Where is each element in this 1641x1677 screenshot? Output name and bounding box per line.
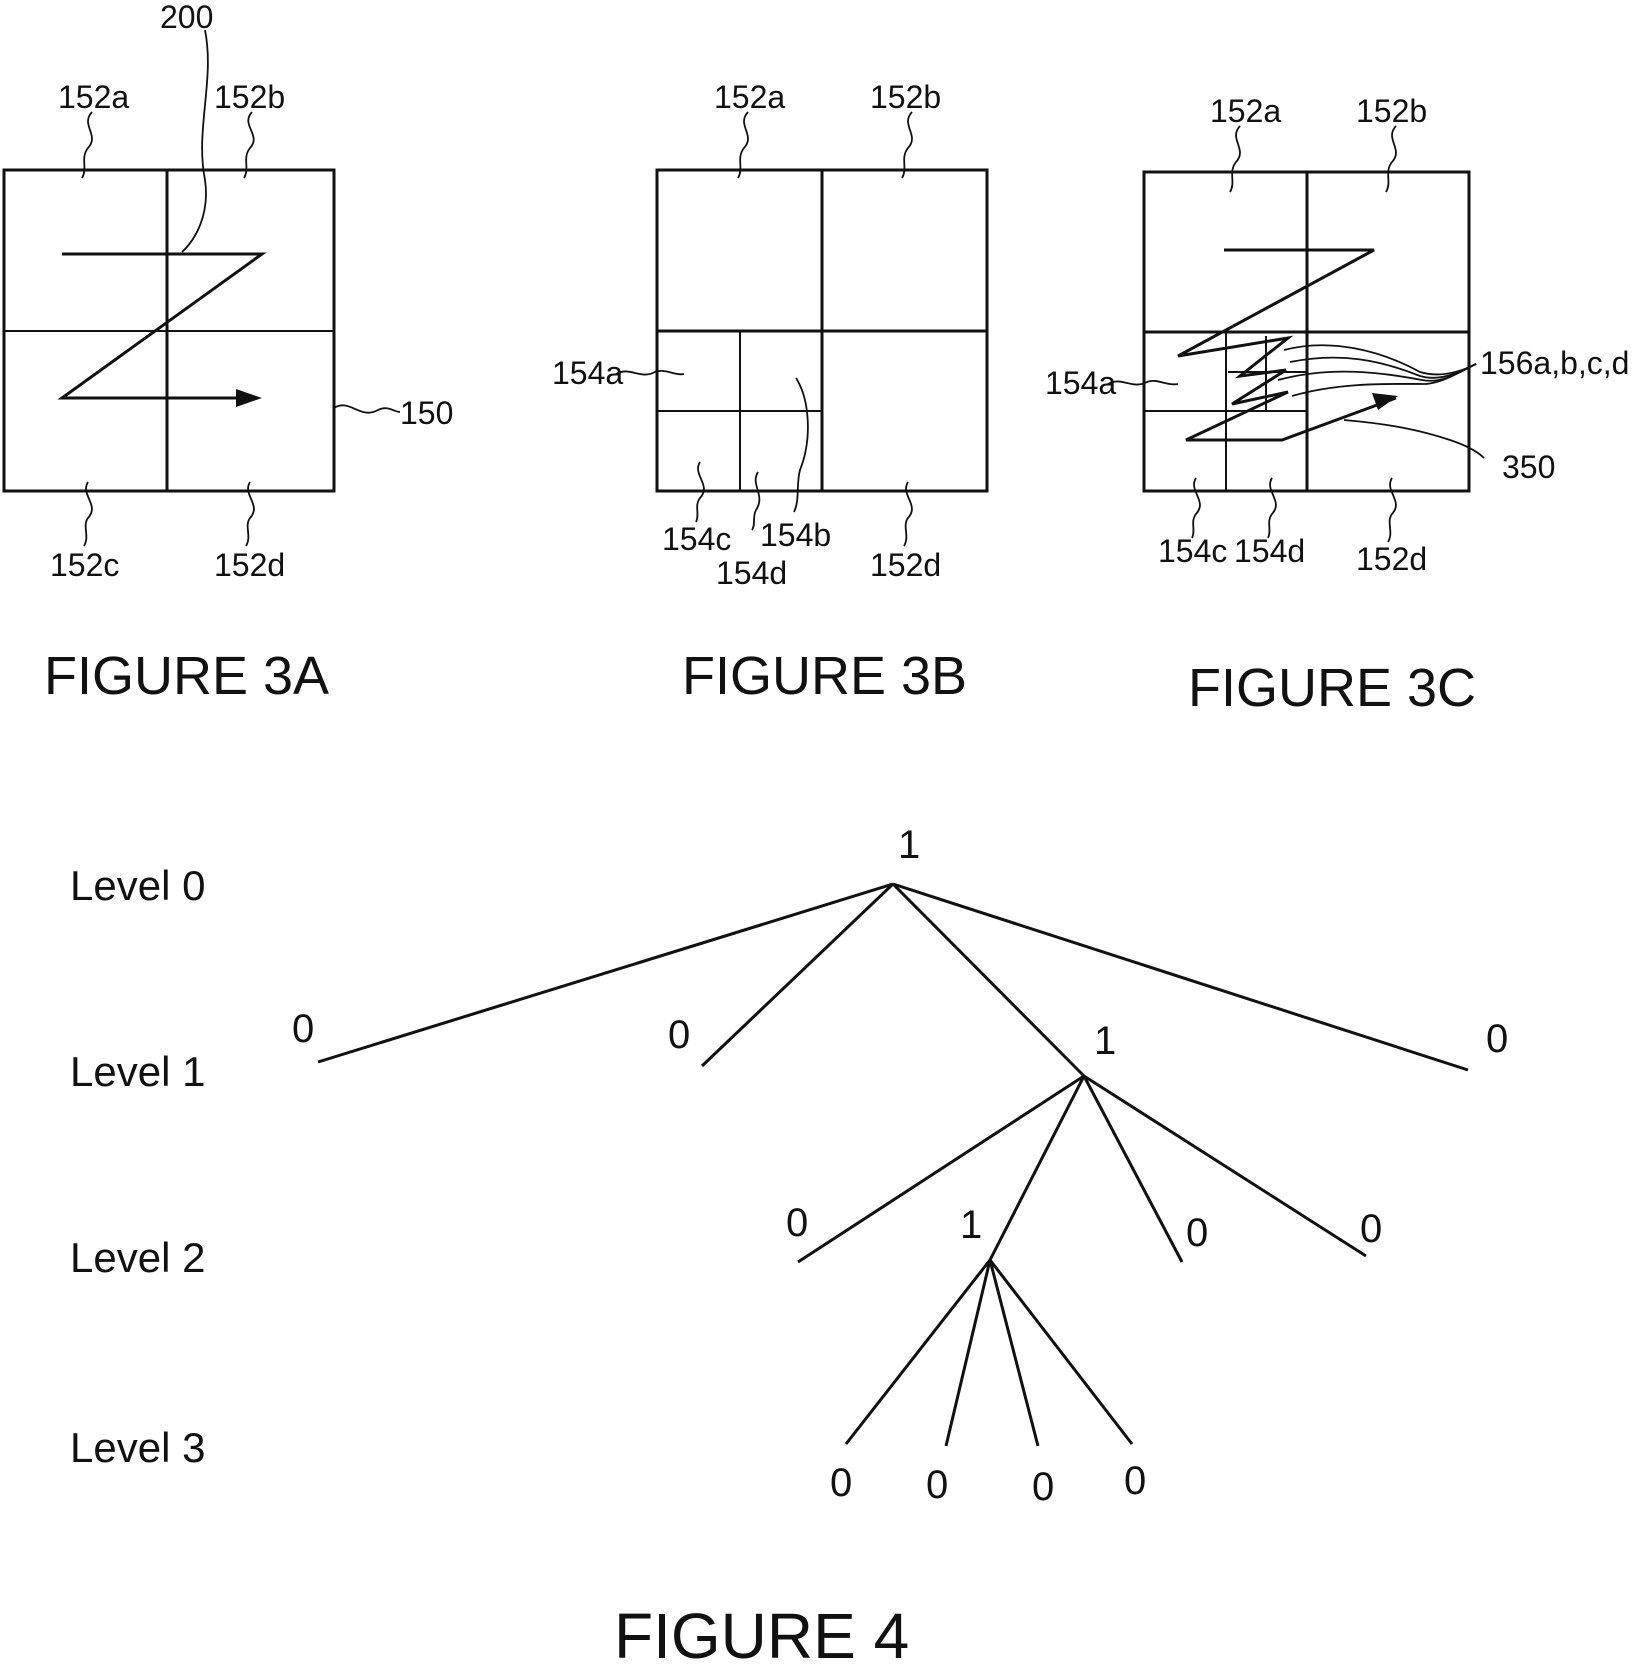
leader-154a	[1107, 380, 1179, 386]
leader-154c	[1191, 477, 1201, 539]
leader-200	[181, 29, 209, 253]
node-level2-c: 0	[1186, 1211, 1208, 1255]
leader-154d	[1267, 477, 1277, 539]
ref-152b: 152b	[1356, 93, 1427, 129]
leader-152b	[1385, 125, 1397, 193]
figure-3b: 152a 152b 154a 154c 154b 154d 152d FIGUR…	[552, 79, 989, 706]
ref-154d: 154d	[716, 555, 787, 591]
leader-152b	[901, 111, 913, 179]
leader-152a	[81, 111, 93, 179]
ref-150: 150	[400, 395, 453, 431]
edge-root-l1a	[317, 882, 894, 1064]
node-level3-d: 0	[1124, 1459, 1146, 1503]
figure-3c: 152a 152b 154a 156a,b,c,d 350 154c 154d …	[1045, 93, 1629, 718]
edge-l2b-l3d	[988, 1259, 1134, 1445]
leader-156d	[1291, 363, 1477, 397]
z-scan-path-200	[57, 252, 267, 400]
ref-154a: 154a	[1045, 365, 1116, 401]
ref-152b: 152b	[870, 79, 941, 115]
edge-root-l1d	[892, 882, 1469, 1072]
edge-l1c-l2c	[1082, 1075, 1184, 1263]
leader-152a	[1229, 125, 1241, 193]
ref-152a: 152a	[1210, 93, 1281, 129]
level-1-label: Level 1	[70, 1048, 205, 1095]
edge-l1c-l2b	[988, 1075, 1086, 1261]
figure-4-caption: FIGURE 4	[614, 1600, 909, 1672]
leader-350	[1343, 419, 1485, 459]
ref-152a: 152a	[714, 79, 785, 115]
leader-152d	[903, 481, 913, 547]
node-level1-d: 0	[1486, 1017, 1508, 1061]
leader-152d	[245, 481, 255, 547]
ref-154b: 154b	[760, 517, 831, 553]
edge-l1c-l2a	[797, 1074, 1085, 1264]
figure-3b-caption: FIGURE 3B	[682, 646, 967, 706]
node-level2-b: 1	[960, 1203, 982, 1247]
ref-200: 200	[160, 0, 213, 35]
ref-154c: 154c	[1158, 533, 1227, 569]
edge-l2b-l3c	[988, 1259, 1040, 1447]
edge-root-l1b	[700, 882, 895, 1068]
node-level3-a: 0	[830, 1461, 852, 1505]
leader-152c	[83, 481, 93, 547]
z-scan-arrowhead	[236, 389, 262, 407]
ref-156: 156a,b,c,d	[1480, 345, 1629, 381]
level-2-label: Level 2	[70, 1234, 205, 1281]
figure-3a: 200 152a 152b 150 152c 152d FIGURE 3A	[2, 0, 453, 706]
figure-3c-caption: FIGURE 3C	[1188, 658, 1476, 718]
leader-154d	[751, 471, 761, 531]
node-root: 1	[898, 823, 920, 867]
scan-path-350	[1177, 248, 1397, 442]
node-level3-b: 0	[926, 1463, 948, 1507]
node-level3-c: 0	[1032, 1465, 1054, 1509]
ref-154a: 154a	[552, 355, 623, 391]
node-level1-a: 0	[292, 1007, 314, 1051]
leader-154b	[793, 377, 809, 513]
ref-152d: 152d	[214, 547, 285, 583]
leader-152d	[1387, 477, 1397, 543]
leader-152b	[243, 111, 255, 179]
leader-154c	[695, 461, 705, 523]
edge-l1c-l2d	[1083, 1074, 1367, 1258]
node-level1-b: 0	[668, 1013, 690, 1057]
leader-154a	[615, 370, 685, 376]
level-0-label: Level 0	[70, 862, 205, 909]
ref-152d: 152d	[870, 547, 941, 583]
edge-root-l1c	[891, 882, 1086, 1078]
node-level2-d: 0	[1360, 1207, 1382, 1251]
leader-152a	[737, 111, 749, 179]
figure-4: Level 0 Level 1 Level 2 Level 3 1 0 0 1 …	[70, 823, 1508, 1672]
edge-l2b-l3b	[944, 1259, 992, 1447]
node-level2-a: 0	[786, 1201, 808, 1245]
figure-3a-caption: FIGURE 3A	[44, 646, 329, 706]
scan-arrowhead	[1372, 393, 1398, 410]
leader-150	[333, 404, 401, 414]
ref-152a: 152a	[58, 79, 129, 115]
ref-152c: 152c	[50, 547, 119, 583]
ref-152d: 152d	[1356, 541, 1427, 577]
ref-152b: 152b	[214, 79, 285, 115]
leader-156	[1283, 344, 1477, 376]
level-3-label: Level 3	[70, 1424, 205, 1471]
node-level1-c: 1	[1094, 1019, 1116, 1063]
ref-154c: 154c	[662, 521, 731, 557]
ref-350: 350	[1502, 449, 1555, 485]
ref-154d: 154d	[1234, 533, 1305, 569]
edge-l2b-l3a	[844, 1259, 992, 1445]
